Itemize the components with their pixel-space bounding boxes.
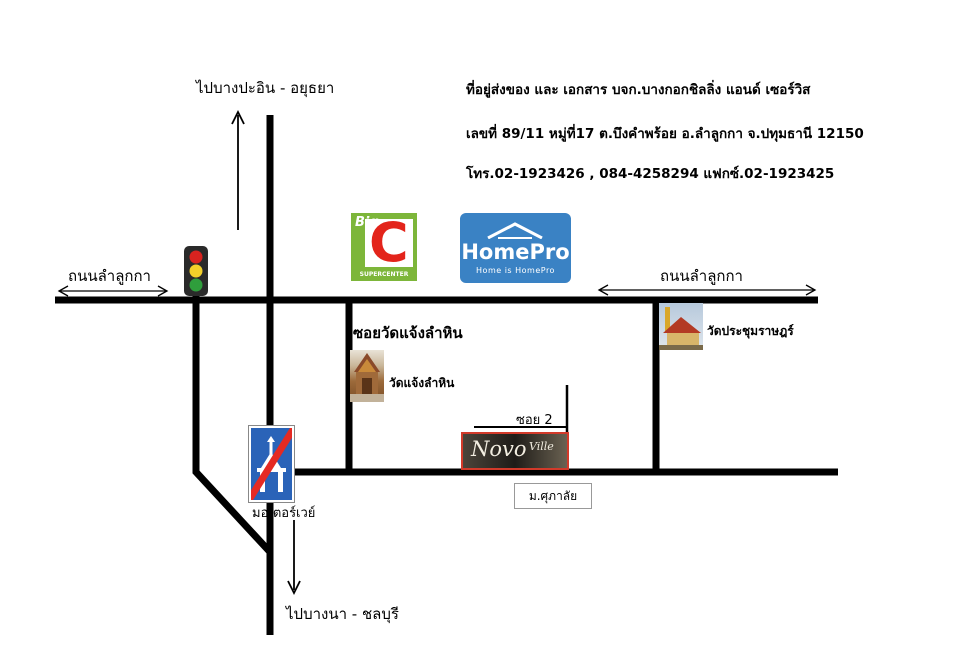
bigc-c-text: C — [369, 211, 409, 274]
south-direction-label: ไปบางนา - ชลบุรี — [286, 605, 399, 623]
south-arrow-icon — [287, 580, 301, 596]
bigc-logo: Big C SUPERCENTER — [351, 211, 417, 281]
ville-text: Ville — [529, 440, 554, 453]
wat-prachum-label: วัดประชุมราษฎร์ — [707, 324, 794, 338]
wat-chaeng-photo — [350, 350, 384, 402]
address-line-1: ที่อยู่ส่งของ และ เอกสาร บจก.บางกอกชิลลิ… — [466, 82, 811, 98]
house-roof-icon — [487, 222, 543, 239]
connector-road — [192, 295, 273, 555]
bigc-sub-text: SUPERCENTER — [359, 271, 409, 278]
lamlukka-right-label: ถนนลำลูกกา — [660, 267, 743, 285]
village-label-box: ม.ศุภาลัย — [514, 483, 592, 509]
phone-fax-line: โทร.02-1923426 , 084-4258294 แฟกซ์.02-19… — [466, 166, 835, 182]
homepro-name: HomePro — [461, 240, 570, 264]
soi-wat-label: ซอยวัดแจ้งลำหิน — [353, 324, 463, 342]
motorway-sign-icon — [246, 426, 297, 502]
novo-text: Novo — [471, 437, 527, 461]
homepro-logo: HomePro Home is HomePro — [460, 213, 571, 283]
address-line-2: เลขที่ 89/11 หมู่ที่17 ต.บึงคำพร้อย อ.ลำ… — [466, 126, 864, 142]
soi-2-label: ซอย 2 — [516, 413, 553, 428]
motorway-label: มอเตอร์เวย์ — [252, 506, 316, 521]
north-arrow-icon — [231, 109, 245, 125]
traffic-light-icon — [184, 246, 208, 296]
north-direction-label: ไปบางปะอิน - อยุธยา — [196, 79, 335, 97]
wat-prachum-photo — [659, 303, 703, 350]
double-arrow-right-icon — [597, 284, 609, 296]
double-arrow-left-icon — [57, 285, 69, 297]
wat-chaeng-label: วัดแจ้งลำหิน — [389, 376, 455, 390]
lamlukka-left-label: ถนนลำลูกกา — [68, 267, 151, 285]
novo-ville-sign: Novo Ville — [461, 432, 569, 470]
homepro-tagline: Home is HomePro — [476, 266, 555, 275]
